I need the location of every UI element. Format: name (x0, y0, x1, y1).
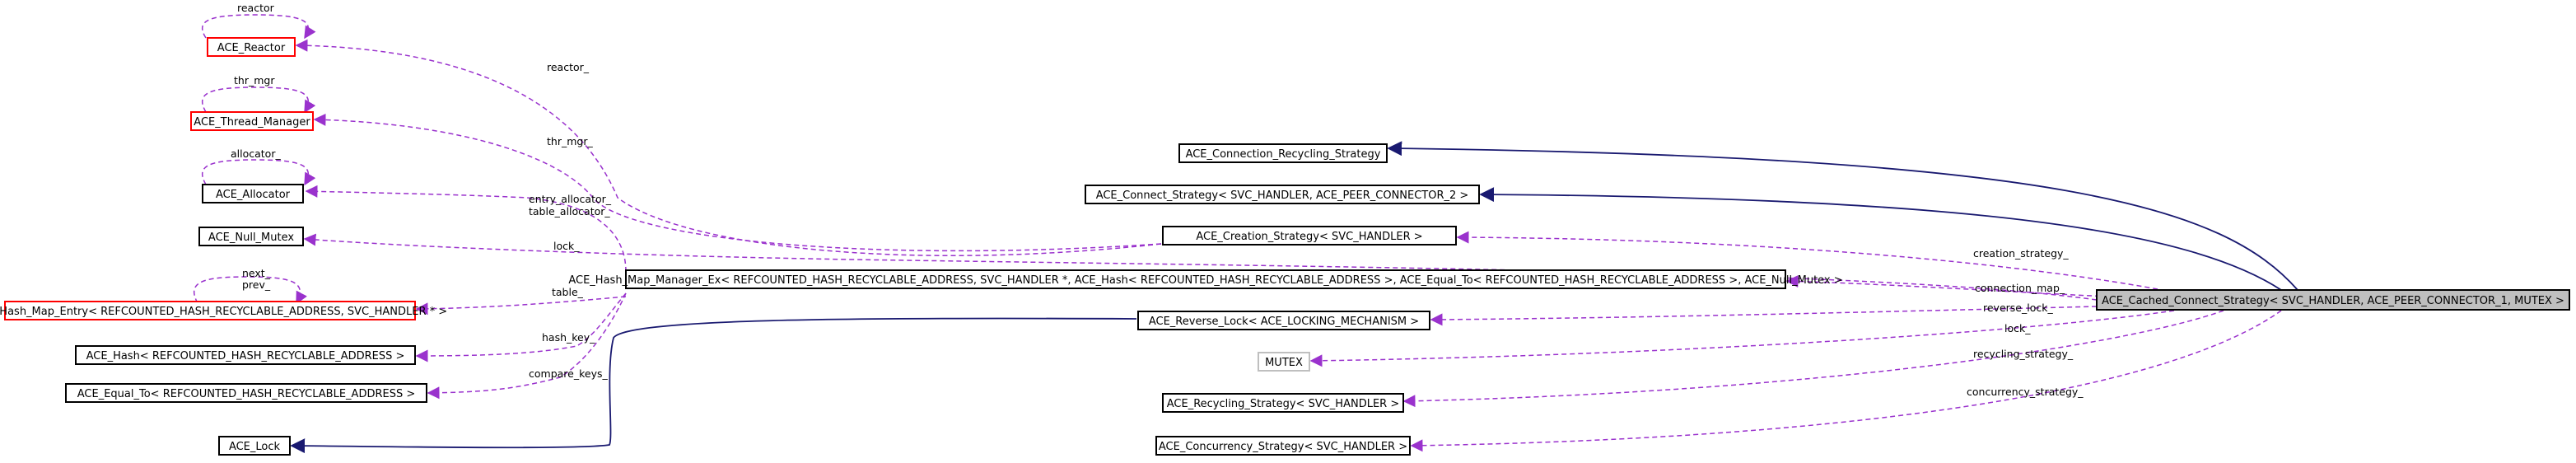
label-reverse-lock: reverse_lock_ (1983, 302, 2053, 314)
edge-table (415, 296, 627, 316)
node-ace-creation-strategy[interactable]: ACE_Creation_Strategy< SVC_HANDLER > (1162, 226, 1457, 246)
node-ace-null-mutex[interactable]: ACE_Null_Mutex (198, 227, 304, 246)
node-ace-cached-connect-strategy[interactable]: ACE_Cached_Connect_Strategy< SVC_HANDLER… (2096, 289, 2570, 311)
edge-hash-map-entry-self (193, 276, 307, 305)
node-ace-equal-to[interactable]: ACE_Equal_To< REFCOUNTED_HASH_RECYCLABLE… (65, 383, 427, 403)
label-creation-strategy: creation_strategy_ (1973, 247, 2069, 260)
svg-text:ACE_Recycling_Strategy< SVC_HA: ACE_Recycling_Strategy< SVC_HANDLER > (1167, 398, 1399, 410)
svg-text:ACE_Concurrency_Strategy< SVC_: ACE_Concurrency_Strategy< SVC_HANDLER > (1159, 441, 1407, 453)
node-ace-connection-recycling-strategy[interactable]: ACE_Connection_Recycling_Strategy (1178, 143, 1388, 163)
edge-reactor (295, 39, 1162, 257)
svg-text:ACE_Connection_Recycling_Strat: ACE_Connection_Recycling_Strategy (1186, 148, 1381, 161)
label-entry-allocator: entry_allocator_ (529, 193, 612, 205)
svg-text:ACE_Lock: ACE_Lock (229, 441, 281, 453)
edge-connection-map (1785, 274, 2109, 297)
edge-hash-key (415, 292, 627, 362)
label-next: next_ (242, 267, 271, 279)
edge-inherit-connect-strategy (1479, 187, 2282, 291)
node-ace-lock[interactable]: ACE_Lock (218, 436, 291, 456)
edge-reactor-self (201, 14, 316, 40)
node-ace-recycling-strategy[interactable]: ACE_Recycling_Strategy< SVC_HANDLER > (1162, 393, 1404, 413)
label-reactor: reactor_ (547, 61, 590, 73)
edge-thr-mgr-self (201, 87, 316, 114)
svg-text:ACE_Hash_Map_Entry< REFCOUNTED: ACE_Hash_Map_Entry< REFCOUNTED_HASH_RECY… (0, 306, 447, 318)
edge-compare-keys (427, 292, 627, 400)
edge-inherit-connection-recycling (1387, 141, 2298, 291)
node-ace-hash-map-entry[interactable]: ACE_Hash_Map_Entry< REFCOUNTED_HASH_RECY… (0, 301, 447, 320)
svg-text:ACE_Creation_Strategy< SVC_HAN: ACE_Creation_Strategy< SVC_HANDLER > (1196, 231, 1422, 243)
label-thr-mgr-self: thr_mgr (234, 74, 275, 87)
svg-text:MUTEX: MUTEX (1265, 357, 1303, 369)
svg-text:ACE_Null_Mutex: ACE_Null_Mutex (208, 232, 294, 244)
svg-text:ACE_Hash< REFCOUNTED_HASH_RECY: ACE_Hash< REFCOUNTED_HASH_RECYCLABLE_ADD… (86, 350, 405, 362)
svg-text:ACE_Allocator: ACE_Allocator (216, 189, 291, 201)
edge-recycling-strategy (1402, 310, 2224, 408)
label-lock: lock_ (2004, 322, 2031, 334)
label-table: table_ (552, 286, 584, 298)
edge-allocator (305, 185, 627, 273)
svg-text:ACE_Reverse_Lock< ACE_LOCKING_: ACE_Reverse_Lock< ACE_LOCKING_MECHANISM … (1149, 316, 1419, 328)
edge-allocator-self (201, 159, 316, 186)
node-ace-connect-strategy[interactable]: ACE_Connect_Strategy< SVC_HANDLER, ACE_P… (1085, 185, 1480, 204)
label-thr-mgr: thr_mgr_ (547, 135, 593, 147)
node-ace-reverse-lock[interactable]: ACE_Reverse_Lock< ACE_LOCKING_MECHANISM … (1137, 311, 1430, 330)
label-prev: prev_ (242, 278, 271, 291)
edge-null-mutex (303, 233, 2098, 301)
label-reactor-self: reactor (237, 2, 275, 14)
svg-text:ACE_Equal_To< REFCOUNTED_HASH_: ACE_Equal_To< REFCOUNTED_HASH_RECYCLABLE… (77, 388, 415, 400)
svg-text:ACE_Cached_Connect_Strategy< S: ACE_Cached_Connect_Strategy< SVC_HANDLER… (2102, 295, 2564, 307)
svg-text:ACE_Thread_Manager: ACE_Thread_Manager (194, 116, 310, 129)
node-ace-allocator[interactable]: ACE_Allocator (202, 184, 304, 203)
label-allocator-self: allocator_ (231, 147, 281, 160)
node-ace-hash-map-manager-ex[interactable]: ACE_Hash_Map_Manager_Ex< REFCOUNTED_HASH… (568, 269, 1843, 289)
label-compare-keys: compare_keys_ (529, 367, 608, 380)
edge-creation-strategy (1456, 231, 2158, 290)
edge-lock (1309, 310, 2175, 367)
svg-text:ACE_Connect_Strategy< SVC_HAND: ACE_Connect_Strategy< SVC_HANDLER, ACE_P… (1096, 189, 1469, 202)
edge-concurrency-strategy (1410, 310, 2282, 452)
label-connection-map: connection_map_ (1975, 282, 2065, 294)
svg-text:ACE_Reactor: ACE_Reactor (217, 42, 286, 54)
label-lock-null-mutex: lock_ (553, 240, 580, 252)
node-ace-reactor[interactable]: ACE_Reactor (207, 37, 296, 57)
node-mutex[interactable]: MUTEX (1258, 352, 1310, 372)
node-ace-thread-manager[interactable]: ACE_Thread_Manager (190, 111, 314, 131)
label-recycling-strategy: recycling_strategy_ (1973, 348, 2074, 360)
label-concurrency-strategy: concurrency_strategy_ (1967, 386, 2084, 398)
node-ace-concurrency-strategy[interactable]: ACE_Concurrency_Strategy< SVC_HANDLER > (1155, 436, 1411, 456)
edge-inherit-lock (290, 317, 1137, 454)
label-table-allocator: table_allocator_ (529, 205, 610, 217)
edge-reverse-lock (1430, 306, 2098, 326)
label-hash-key: hash_key_ (542, 331, 595, 344)
edge-thr-mgr (313, 113, 1162, 252)
svg-text:ACE_Hash_Map_Manager_Ex< REFCO: ACE_Hash_Map_Manager_Ex< REFCOUNTED_HASH… (568, 274, 1842, 287)
node-ace-hash[interactable]: ACE_Hash< REFCOUNTED_HASH_RECYCLABLE_ADD… (75, 345, 416, 365)
